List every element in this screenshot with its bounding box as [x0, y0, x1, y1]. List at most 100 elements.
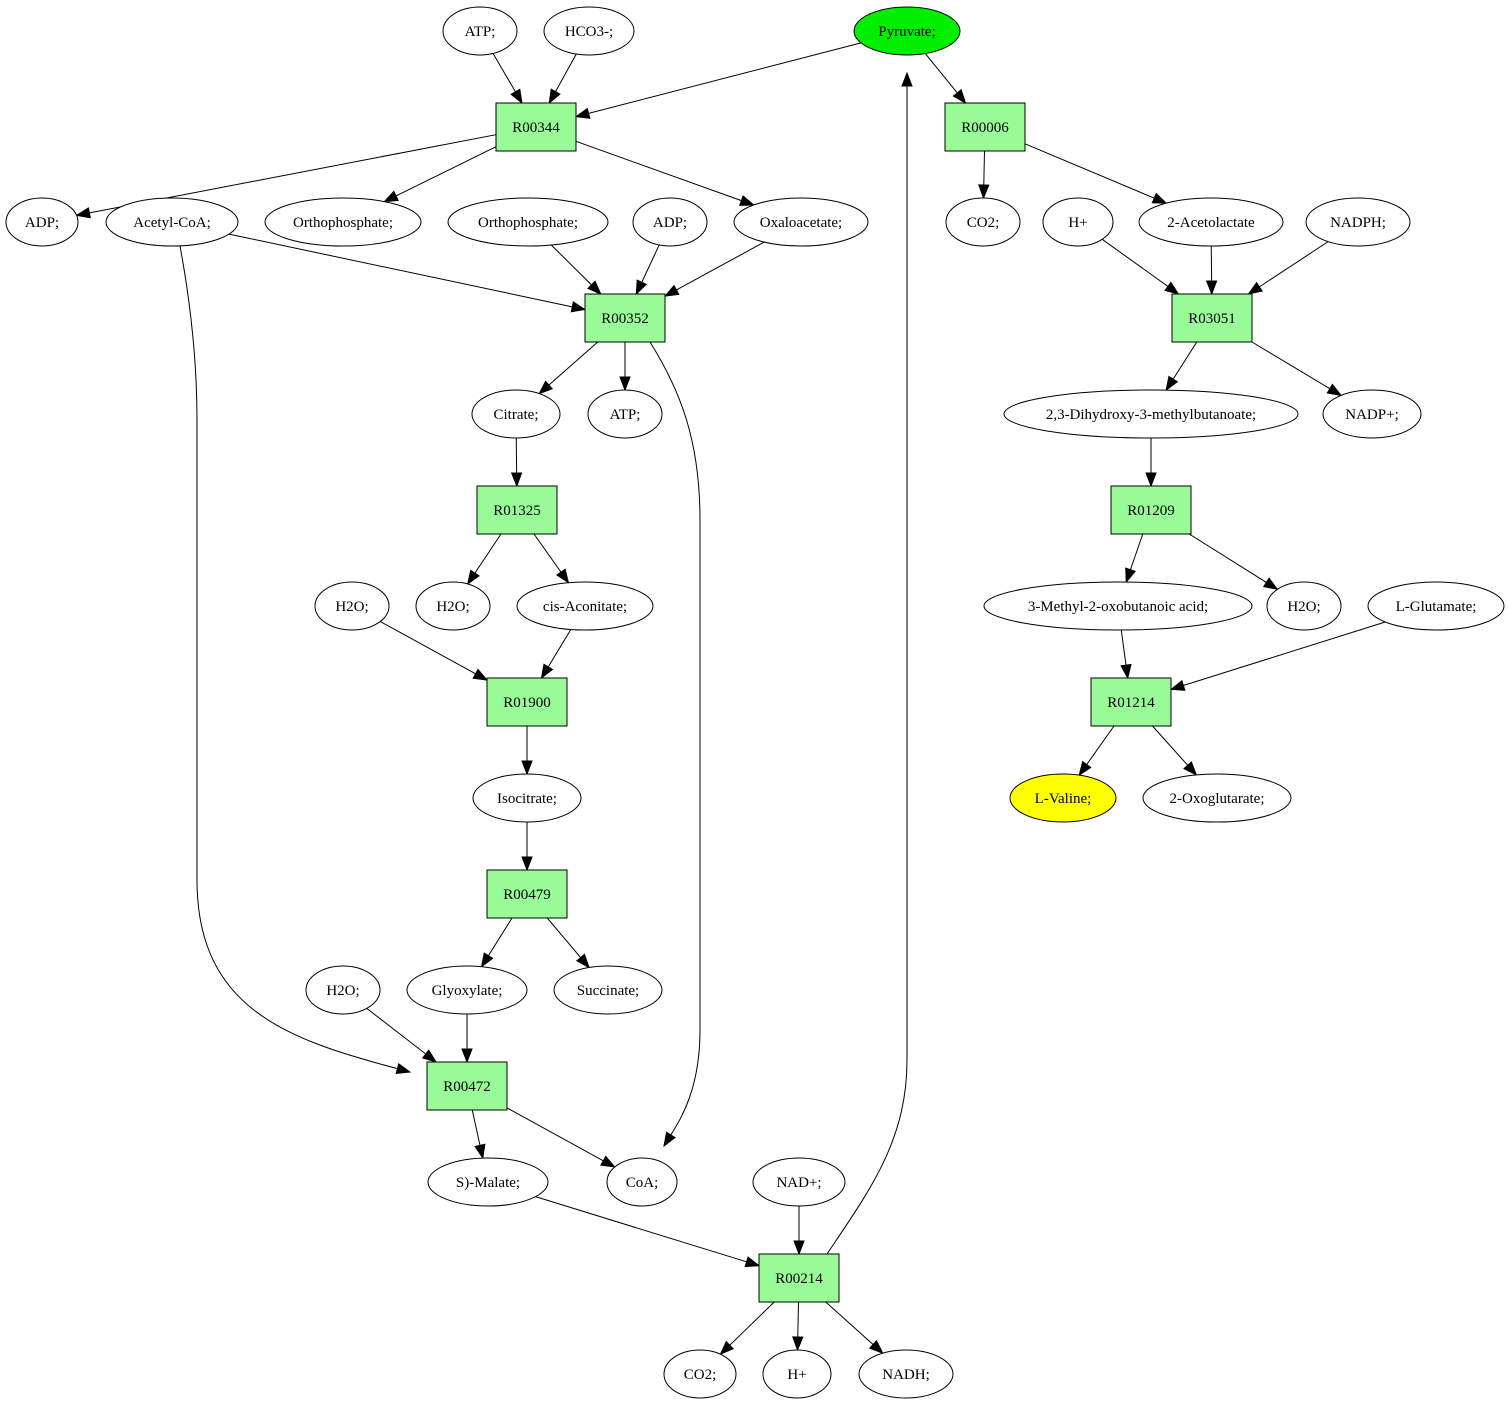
compound-node-smalate[interactable]: S)-Malate;	[427, 1157, 549, 1207]
node-label: R00006	[961, 120, 1009, 136]
edge-R00344-to-ortho1	[383, 146, 497, 203]
edge-line	[492, 53, 516, 93]
node-label: Oxaloacetate;	[760, 215, 842, 231]
compound-node-adp2[interactable]: ADP;	[632, 197, 708, 247]
arrowhead	[383, 190, 399, 203]
arrowhead	[1247, 281, 1263, 295]
compound-node-h2o3[interactable]: H2O;	[305, 965, 381, 1015]
reaction-node-r03051[interactable]: R03051	[1171, 293, 1253, 343]
edge-line	[380, 621, 476, 675]
edge-line	[641, 244, 660, 283]
compound-node-hplus2[interactable]: H+	[762, 1349, 832, 1399]
compound-ellipse	[1009, 773, 1117, 823]
edge-line	[546, 917, 582, 958]
compound-node-atp2[interactable]: ATP;	[587, 389, 663, 439]
edge-glyoxylate-to-R00472	[461, 1014, 473, 1064]
compound-node-nadpplus[interactable]: NADP+;	[1322, 389, 1422, 439]
reaction-node-r00344[interactable]: R00344	[495, 102, 577, 152]
arrowhead	[1164, 281, 1180, 295]
compound-node-acetolactate[interactable]: 2-Acetolactate	[1138, 197, 1284, 247]
compound-node-co2a[interactable]: CO2;	[945, 197, 1021, 247]
compound-node-h2o4[interactable]: H2O;	[1266, 581, 1342, 631]
arrowhead	[744, 1256, 761, 1268]
reaction-node-r01214[interactable]: R01214	[1090, 677, 1172, 727]
compound-node-ortho2[interactable]: Orthophosphate;	[447, 197, 609, 247]
reaction-box	[1090, 677, 1172, 727]
arrowhead	[663, 1131, 676, 1148]
compound-ellipse	[471, 389, 561, 439]
compound-node-citrate[interactable]: Citrate;	[471, 389, 561, 439]
arrowhead	[395, 1062, 412, 1075]
compound-node-nadph[interactable]: NADPH;	[1305, 197, 1411, 247]
compound-ellipse	[945, 197, 1021, 247]
node-label: H+	[1068, 215, 1087, 231]
reaction-node-r00006[interactable]: R00006	[944, 102, 1026, 152]
compound-node-h2o1[interactable]: H2O;	[314, 581, 390, 631]
edge-line	[550, 244, 592, 286]
arrowhead	[868, 1339, 884, 1355]
node-label: 3-Methyl-2-oxobutanoic acid;	[1028, 599, 1208, 615]
reaction-node-r00352[interactable]: R00352	[584, 293, 666, 343]
compound-node-dihydroxy[interactable]: 2,3-Dihydroxy-3-methylbutanoate;	[1003, 389, 1299, 439]
compound-ellipse	[858, 1349, 954, 1399]
edge-acetylcoa-to-R00352	[228, 233, 587, 313]
reaction-node-r01209[interactable]: R01209	[1110, 485, 1192, 535]
compound-node-ortho1[interactable]: Orthophosphate;	[264, 197, 422, 247]
edge-line	[649, 341, 701, 1136]
node-label: L-Glutamate;	[1396, 599, 1477, 615]
compound-node-oxoglutarate[interactable]: 2-Oxoglutarate;	[1142, 773, 1292, 823]
compound-node-hplus1[interactable]: H+	[1042, 197, 1114, 247]
compound-node-cisaconitate[interactable]: cis-Aconitate;	[516, 581, 654, 631]
compound-node-isocitrate[interactable]: Isocitrate;	[472, 773, 582, 823]
node-label: R00214	[775, 1271, 823, 1287]
compound-node-succinate[interactable]: Succinate;	[553, 965, 663, 1015]
compound-node-valine[interactable]: L-Valine;	[1009, 773, 1117, 823]
compound-node-glutamate[interactable]: L-Glutamate;	[1367, 581, 1505, 631]
compound-ellipse	[587, 389, 663, 439]
compound-ellipse	[1042, 197, 1114, 247]
compound-node-coa[interactable]: CoA;	[606, 1157, 678, 1207]
compound-node-nadh[interactable]: NADH;	[858, 1349, 954, 1399]
compound-node-pyruvate[interactable]: Pyruvate;	[853, 6, 961, 56]
reaction-box	[495, 102, 577, 152]
edge-R01325-to-cisaconitate	[533, 533, 570, 584]
compound-node-methyloxo[interactable]: 3-Methyl-2-oxobutanoic acid;	[983, 581, 1253, 631]
edge-acetylcoa-to-R00472	[179, 245, 412, 1075]
edge-line	[729, 1301, 775, 1346]
edge-line	[797, 1301, 799, 1338]
compound-node-acetylcoa[interactable]: Acetyl-CoA;	[105, 197, 239, 247]
arrowhead	[901, 71, 913, 87]
compound-node-hco3[interactable]: HCO3-;	[543, 6, 635, 56]
compound-node-atp1[interactable]: ATP;	[442, 6, 518, 56]
arrowhead	[538, 380, 554, 395]
arrowhead	[510, 88, 523, 105]
compound-node-glyoxylate[interactable]: Glyoxylate;	[406, 965, 528, 1015]
compound-ellipse	[853, 6, 961, 56]
compound-node-co2b[interactable]: CO2;	[663, 1349, 737, 1399]
reaction-node-r01325[interactable]: R01325	[476, 485, 558, 535]
arrowhead	[75, 207, 91, 219]
compound-node-h2o2[interactable]: H2O;	[415, 581, 491, 631]
reaction-node-r00472[interactable]: R00472	[426, 1061, 508, 1111]
arrowhead	[510, 472, 523, 488]
reaction-node-r00479[interactable]: R00479	[486, 869, 568, 919]
compound-node-oxaloacetate[interactable]: Oxaloacetate;	[733, 197, 869, 247]
edge-line	[1183, 621, 1386, 686]
node-label: R00352	[601, 311, 649, 327]
edge-line	[547, 629, 572, 668]
compound-node-nadplus[interactable]: NAD+;	[752, 1157, 846, 1207]
compound-ellipse	[406, 965, 528, 1015]
node-label: NADP+;	[1345, 407, 1398, 423]
compound-ellipse	[1322, 389, 1422, 439]
reaction-node-r01900[interactable]: R01900	[486, 677, 568, 727]
arrowhead	[421, 1049, 438, 1063]
reaction-node-r00214[interactable]: R00214	[758, 1253, 840, 1303]
edge-h2o3-to-R00472	[366, 1008, 438, 1063]
compound-ellipse	[415, 581, 491, 631]
node-label: R00479	[503, 887, 551, 903]
arrowhead	[587, 280, 602, 295]
edge-R00214-to-pyruvate	[826, 71, 913, 1255]
edge-line	[1086, 725, 1115, 765]
compound-node-adp1[interactable]: ADP;	[5, 197, 79, 247]
edge-line	[395, 146, 497, 197]
